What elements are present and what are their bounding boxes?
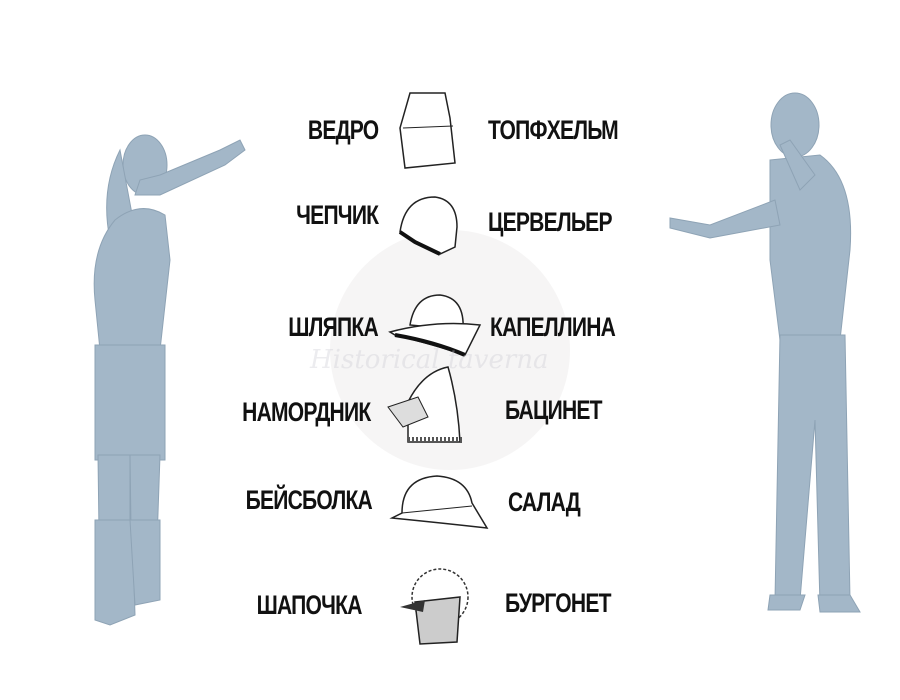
left-label-6: ШАПОЧКА [256,590,363,620]
cervelliere-icon [398,196,458,256]
topfhelm-icon [399,92,456,169]
woman-figure [93,134,246,626]
man-figure [669,92,861,613]
left-label-5: БЕЙСБОЛКА [245,485,373,515]
right-label-2: ЦЕРВЕЛЬЕР [488,207,613,237]
right-label-3: КАПЕЛЛИНА [490,312,616,342]
kettle-hat-icon [388,294,482,357]
right-label-4: БАЦИНЕТ [505,395,603,425]
burgonet-icon [400,568,469,645]
bascinet-icon [387,366,463,443]
sallet-icon [389,475,489,529]
right-label-5: САЛАД [508,487,581,517]
left-label-4: НАМОРДНИК [241,397,371,427]
right-label-6: БУРГОНЕТ [505,588,611,618]
watermark-text: Historical taverna [310,345,549,375]
right-label-1: ТОПФХЕЛЬМ [488,115,619,145]
left-label-1: ВЕДРО [307,115,378,145]
left-label-3: ШЛЯПКА [288,312,378,342]
left-label-2: ЧЕПЧИК [295,200,379,230]
